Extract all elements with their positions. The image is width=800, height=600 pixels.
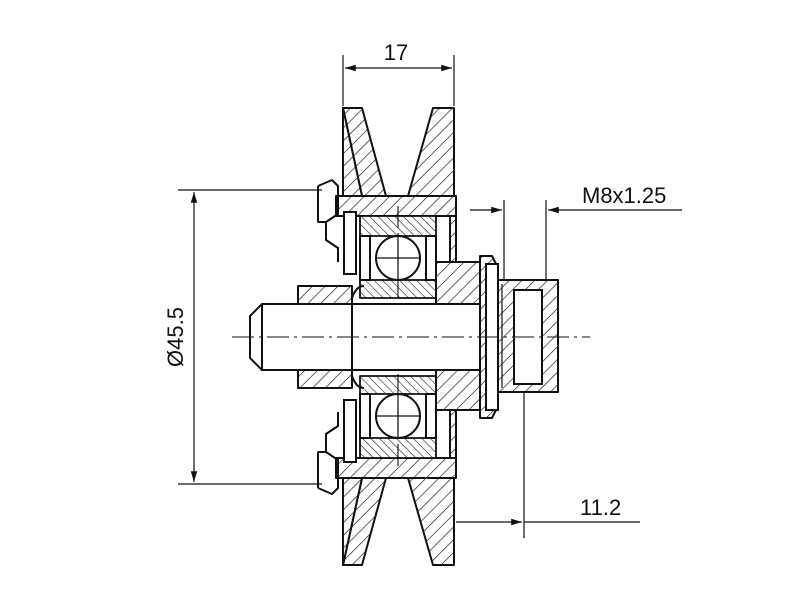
- side-shield: [317, 179, 357, 495]
- thread-label: M8x1.25: [582, 183, 666, 208]
- dimension-diameter: Ø45.5: [163, 189, 322, 485]
- dimension-offset: 11.2: [456, 392, 640, 538]
- dimension-thread: M8x1.25: [470, 183, 682, 280]
- diameter-label: Ø45.5: [163, 307, 188, 367]
- offset-label: 11.2: [580, 495, 621, 520]
- dimension-width: 17: [342, 40, 455, 106]
- pulley-lower-half: [335, 409, 457, 566]
- pulley-upper-half: [335, 107, 457, 263]
- width-label: 17: [384, 40, 408, 65]
- threaded-nut: [497, 279, 559, 393]
